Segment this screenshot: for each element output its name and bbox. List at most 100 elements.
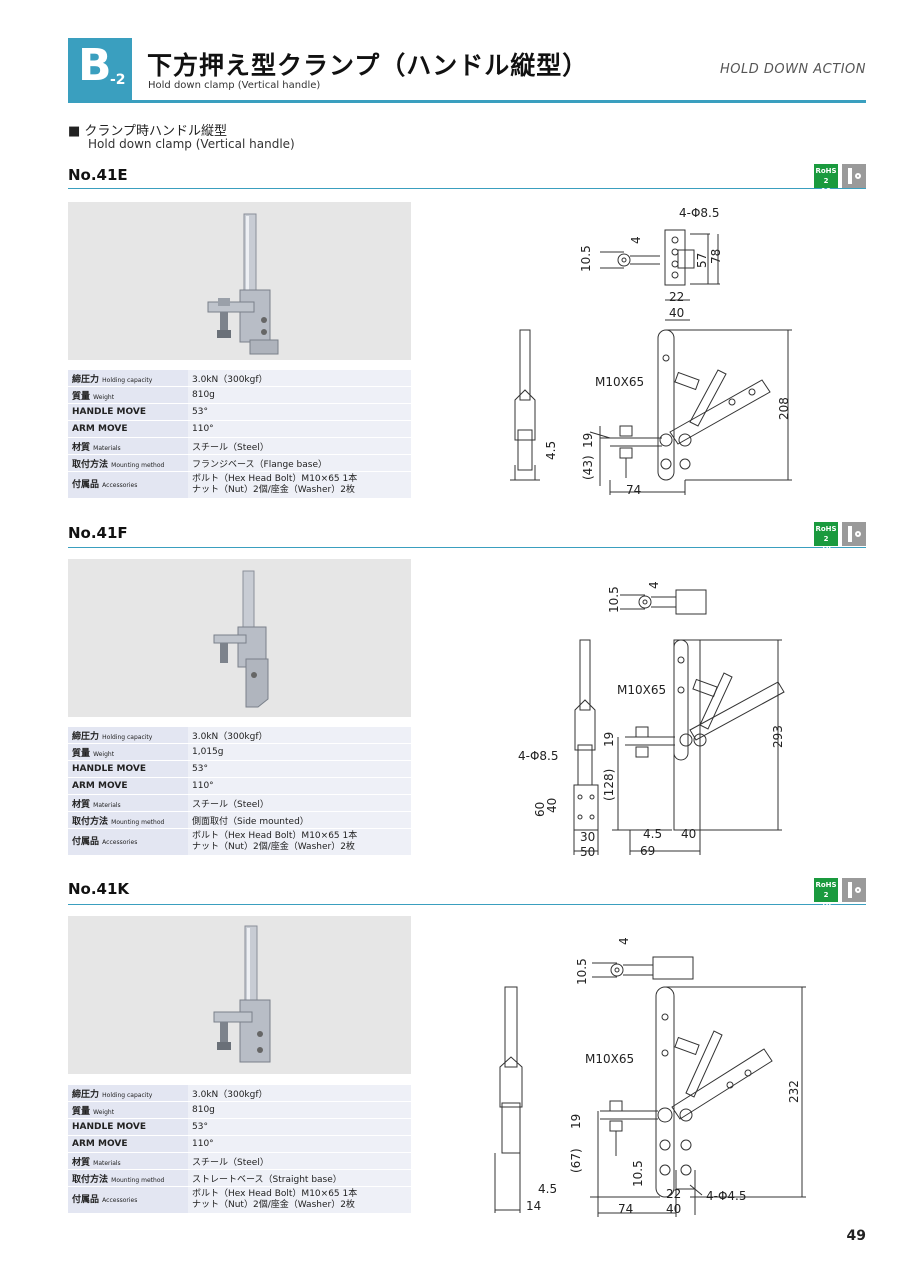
dim-label: 40: [545, 798, 559, 813]
dim-label: 232: [787, 1080, 801, 1103]
holding-value: 3.0kN（300kgf）: [188, 370, 411, 386]
mounting-value: ストレートベース（Straight base）: [188, 1170, 411, 1186]
technical-drawing: 4 10.5 M10X65 232 19 (67) 10.5 4.5 14 74…: [494, 937, 806, 1217]
dim-label: 19: [569, 1114, 583, 1129]
dim-label: 10.5: [575, 958, 589, 985]
section-badge: B -2: [68, 38, 132, 102]
dim-label: 14: [526, 1199, 541, 1213]
clamp-photo-illustration: [213, 925, 271, 1063]
section-subtitle: Hold down clamp (Vertical handle): [88, 137, 295, 151]
dim-label: 293: [771, 725, 785, 748]
handle-move-value: 53°: [188, 761, 411, 777]
holding-value: 3.0kN（300kgf）: [188, 1085, 411, 1101]
dim-label: 40: [666, 1202, 681, 1216]
dim-label: 40: [681, 827, 696, 841]
accessories-value: ボルト（Hex Head Bolt）M10×65 1本ナット（Nut）2個/座金…: [188, 472, 411, 498]
clamp-photo-illustration: [207, 213, 279, 355]
materials-value: スチール（Steel）: [188, 438, 411, 454]
dim-label: 22: [669, 290, 684, 304]
dim-label: 4: [629, 236, 643, 244]
model-divider: [68, 547, 866, 548]
badge-letter: B: [78, 40, 112, 91]
dim-label: 4: [647, 581, 661, 589]
mounting-value: フランジベース（Flange base）: [188, 455, 411, 471]
product-photo: [68, 202, 411, 360]
product-photo: [68, 916, 411, 1074]
dim-label: 57: [695, 253, 709, 268]
clamp-photo-illustration: [213, 570, 269, 708]
category-label: HOLD DOWN ACTION: [719, 62, 866, 77]
tool-icon: [842, 522, 866, 546]
mounting-value: 側面取付（Side mounted）: [188, 812, 411, 828]
badge-sub: -2: [110, 72, 126, 88]
dim-label: 208: [777, 397, 791, 420]
accessories-value: ボルト（Hex Head Bolt）M10×65 1本ナット（Nut）2個/座金…: [188, 1187, 411, 1213]
handle-move-value: 53°: [188, 404, 411, 420]
page-subtitle: Hold down clamp (Vertical handle): [148, 80, 321, 91]
handle-move-value: 53°: [188, 1119, 411, 1135]
dim-label: 50: [580, 845, 595, 859]
dim-label: 74: [626, 483, 641, 497]
dim-label: M10X65: [617, 683, 666, 697]
weight-value: 810g: [188, 1102, 411, 1118]
accessories-value: ボルト（Hex Head Bolt）M10×65 1本ナット（Nut）2個/座金…: [188, 829, 411, 855]
product-photo: [68, 559, 411, 717]
dim-label: 4.5: [538, 1182, 557, 1196]
tool-icon: [842, 164, 866, 188]
dim-label: 10.5: [579, 245, 593, 272]
dim-label: 10.5: [631, 1160, 645, 1187]
dim-label: 30: [580, 830, 595, 844]
dim-label: 4-Φ8.5: [679, 206, 720, 220]
page-number: 49: [846, 1228, 866, 1244]
model-title: No.41E: [68, 166, 128, 184]
holding-value: 3.0kN（300kgf）: [188, 727, 411, 743]
technical-drawing: 4-Φ8.5 10.5 4 57 78 22 40 M10X65 208 19 …: [510, 206, 792, 497]
dim-label: 4: [617, 937, 631, 945]
dim-label: 4-Φ8.5: [518, 749, 559, 763]
dim-label: 4-Φ4.5: [706, 1189, 747, 1203]
arm-move-value: 110°: [188, 1136, 411, 1152]
dim-label: 60: [533, 802, 547, 817]
dim-label: 19: [581, 433, 595, 448]
dim-label: 4.5: [544, 441, 558, 460]
dim-label: (43): [581, 455, 595, 480]
dim-label: M10X65: [595, 375, 644, 389]
dim-label: (67): [569, 1148, 583, 1173]
materials-value: スチール（Steel）: [188, 795, 411, 811]
model-title: No.41F: [68, 524, 128, 542]
dim-label: 74: [618, 1202, 633, 1216]
technical-drawing: 10.5 4 M10X65 293 19 4-Φ8.5 (128) 60 40 …: [518, 581, 785, 859]
model-divider: [68, 904, 866, 905]
dim-label: 69: [640, 844, 655, 858]
model-divider: [68, 188, 866, 189]
model-title: No.41K: [68, 880, 130, 898]
dim-label: M10X65: [585, 1052, 634, 1066]
page-title: 下方押え型クランプ（ハンドル縦型）: [147, 51, 589, 80]
section-title: ■ クランプ時ハンドル縦型: [68, 124, 228, 139]
dim-label: (128): [602, 769, 616, 801]
